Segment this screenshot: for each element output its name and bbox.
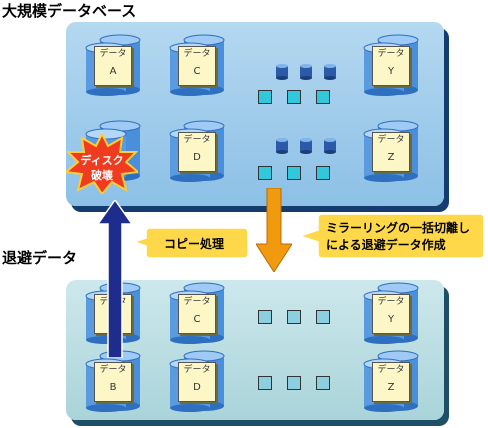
data-card: データ B xyxy=(94,362,132,402)
data-card-label: データ xyxy=(99,365,127,375)
data-card-label: データ xyxy=(377,135,405,145)
storage-block xyxy=(258,376,272,390)
data-card-letter: D xyxy=(193,382,201,393)
backup-disk-y[interactable]: データ Y xyxy=(362,282,422,344)
storage-block xyxy=(316,310,330,324)
mirror-callout-bubble xyxy=(298,213,485,259)
data-card-label: データ xyxy=(377,49,405,59)
data-card: データ D xyxy=(178,132,216,172)
mini-cylinder-icon xyxy=(324,64,336,80)
data-card-label: データ xyxy=(99,49,127,59)
disk-failure-label: ディスク 破壊 xyxy=(72,153,132,183)
data-card-letter: B xyxy=(109,382,117,393)
data-card-letter: D xyxy=(193,152,201,163)
data-card-label: データ xyxy=(183,297,211,307)
data-card: データ Y xyxy=(372,294,410,334)
backup-disk-b[interactable]: データ B xyxy=(84,350,144,412)
backup-disk-c[interactable]: データ C xyxy=(168,282,228,344)
backup-data-title: 退避データ xyxy=(2,249,78,267)
data-card: データ D xyxy=(178,362,216,402)
data-card-letter: Y xyxy=(387,314,395,325)
primary-disk-z[interactable]: データ Z xyxy=(362,120,422,182)
backup-disk-z[interactable]: データ Z xyxy=(362,350,422,412)
storage-block xyxy=(258,166,272,180)
data-card-label: データ xyxy=(377,297,405,307)
disk-failure-burst-icon xyxy=(66,134,138,194)
copy-callout-text: コピー処理 xyxy=(164,237,225,251)
storage-block xyxy=(287,90,301,104)
mirror-callout-text: ミラーリングの一括切離し による退避データ作成 xyxy=(326,220,470,254)
data-card-letter: A xyxy=(109,66,117,77)
disk-failure-line2: 破壊 xyxy=(91,169,113,182)
primary-disk-d[interactable]: データ D xyxy=(168,120,228,182)
mirror-callout-line2: による退避データ作成 xyxy=(326,238,446,252)
data-card-label: データ xyxy=(183,365,211,375)
data-card: データ A xyxy=(94,46,132,86)
storage-block xyxy=(258,90,272,104)
storage-block xyxy=(287,166,301,180)
data-card-label: データ xyxy=(183,135,211,145)
storage-block xyxy=(258,310,272,324)
mirror-split-arrow xyxy=(256,188,292,272)
data-card-letter: Y xyxy=(387,66,395,77)
data-card: データ C xyxy=(178,46,216,86)
mini-cylinder-icon xyxy=(276,64,288,80)
primary-disk-c[interactable]: データ C xyxy=(168,34,228,96)
storage-block xyxy=(287,376,301,390)
mini-cylinder-icon xyxy=(276,138,288,154)
mini-cylinder-icon xyxy=(300,64,312,80)
copy-arrow xyxy=(98,200,132,358)
data-card-label: データ xyxy=(377,365,405,375)
copy-callout-bubble xyxy=(132,227,249,259)
data-card: データ Z xyxy=(372,362,410,402)
data-card: データ Z xyxy=(372,132,410,172)
backup-disk-d[interactable]: データ D xyxy=(168,350,228,412)
mini-cylinder-icon xyxy=(324,138,336,154)
storage-block xyxy=(316,90,330,104)
data-card: データ C xyxy=(178,294,216,334)
mirror-callout-line1: ミラーリングの一括切離し xyxy=(326,221,471,235)
data-card-label: データ xyxy=(183,49,211,59)
disk-failure-line1: ディスク xyxy=(80,154,124,167)
mini-cylinder-icon xyxy=(300,138,312,154)
data-card-letter: C xyxy=(193,314,201,325)
data-card-letter: C xyxy=(193,66,201,77)
primary-disk-y[interactable]: データ Y xyxy=(362,34,422,96)
storage-block xyxy=(316,376,330,390)
primary-disk-a[interactable]: データ A xyxy=(84,34,144,96)
data-card: データ Y xyxy=(372,46,410,86)
data-card-letter: Z xyxy=(387,382,395,393)
primary-database-title: 大規模データベース xyxy=(2,2,137,20)
data-card-letter: Z xyxy=(387,152,395,163)
storage-block xyxy=(316,166,330,180)
storage-block xyxy=(287,310,301,324)
